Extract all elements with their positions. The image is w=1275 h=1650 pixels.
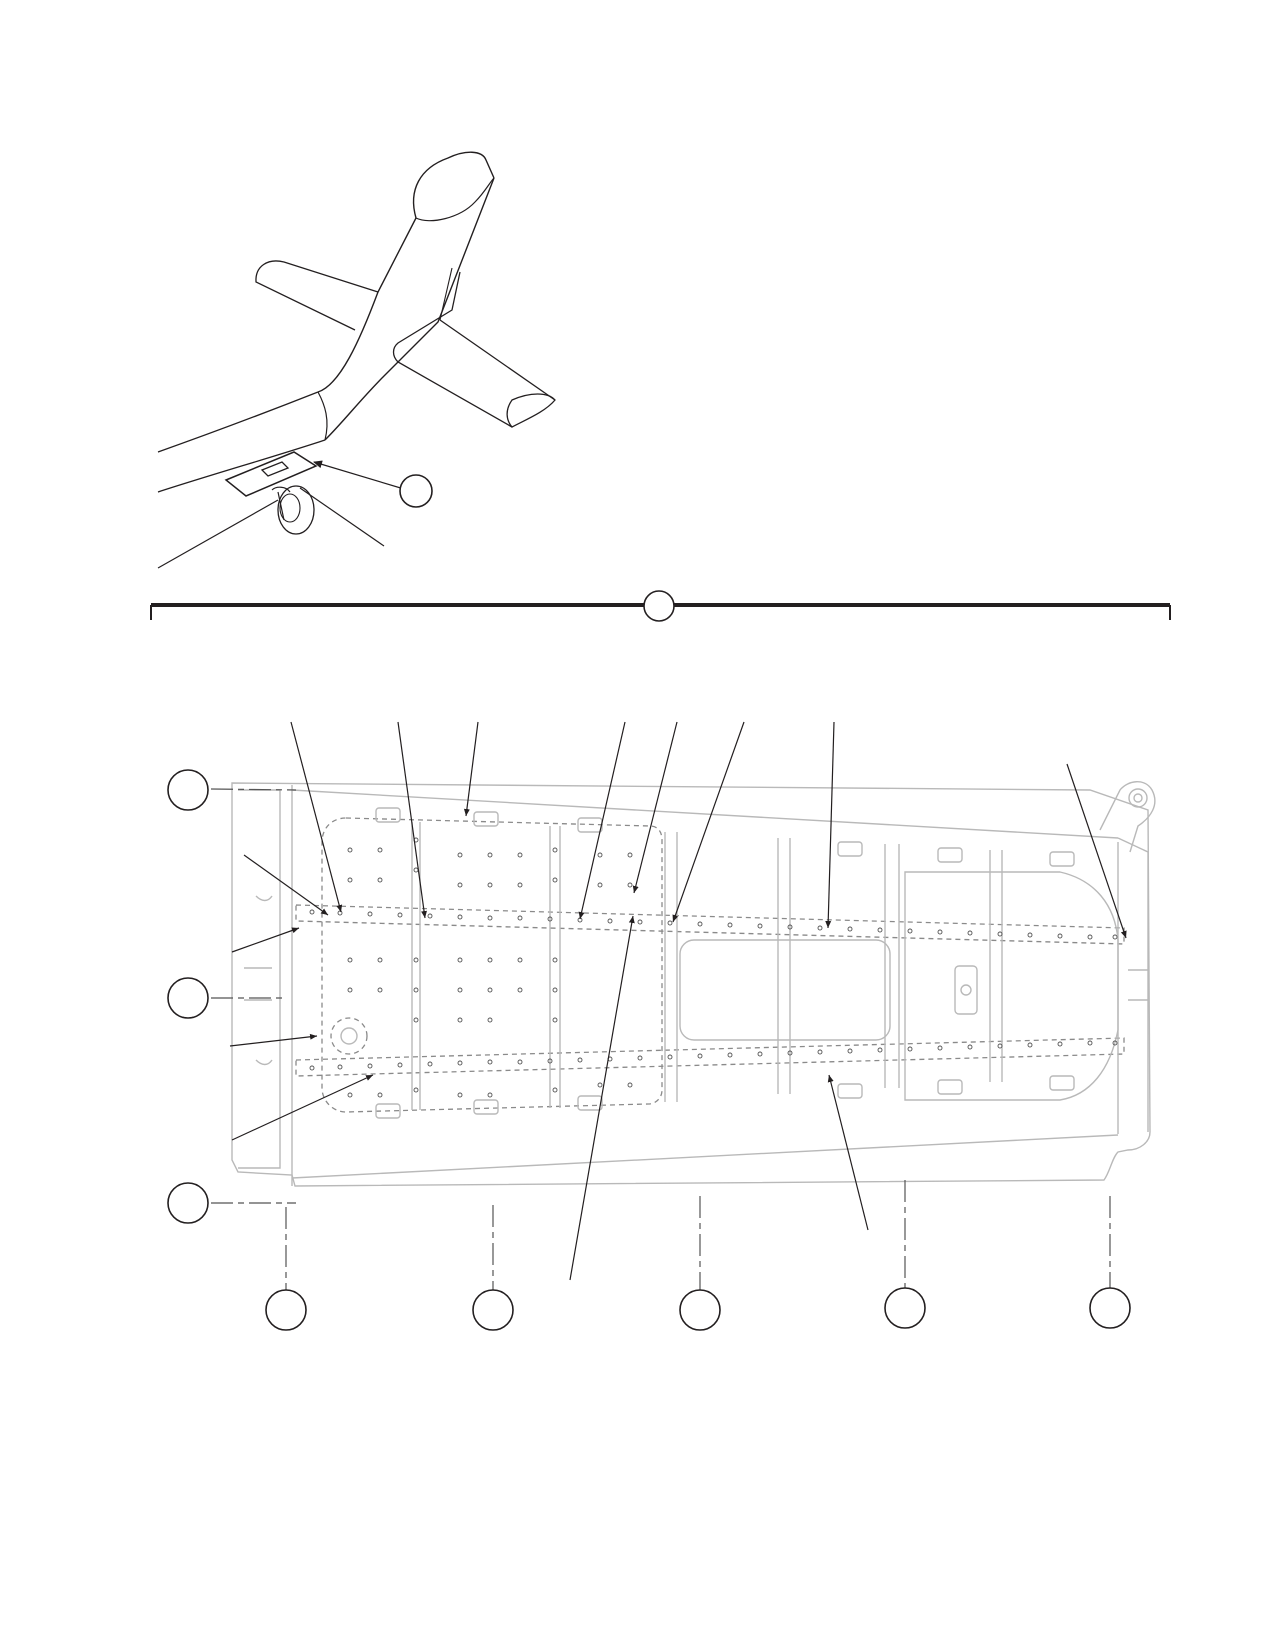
aircraft-locator-view xyxy=(157,151,556,569)
rivet-pattern xyxy=(309,837,1118,1098)
grid-callout-left-1 xyxy=(167,769,209,811)
grid-callout-left-2 xyxy=(167,977,209,1019)
grid-callouts-bottom xyxy=(265,1287,1131,1331)
section-divider-bar xyxy=(150,590,1171,622)
grid-callouts-left xyxy=(167,769,209,1224)
leader-lines xyxy=(229,721,1127,1281)
grid-callout-bottom-3 xyxy=(679,1289,721,1331)
grid-centerlines xyxy=(210,788,1111,1290)
grid-callout-bottom-1 xyxy=(265,1289,307,1331)
grid-callout-bottom-5 xyxy=(1089,1287,1131,1329)
detail-callout-top xyxy=(399,474,433,508)
grid-callout-bottom-4 xyxy=(884,1287,926,1329)
structure-plan-view xyxy=(210,721,1156,1290)
grid-callout-left-3 xyxy=(167,1182,209,1224)
grid-callout-bottom-2 xyxy=(472,1289,514,1331)
